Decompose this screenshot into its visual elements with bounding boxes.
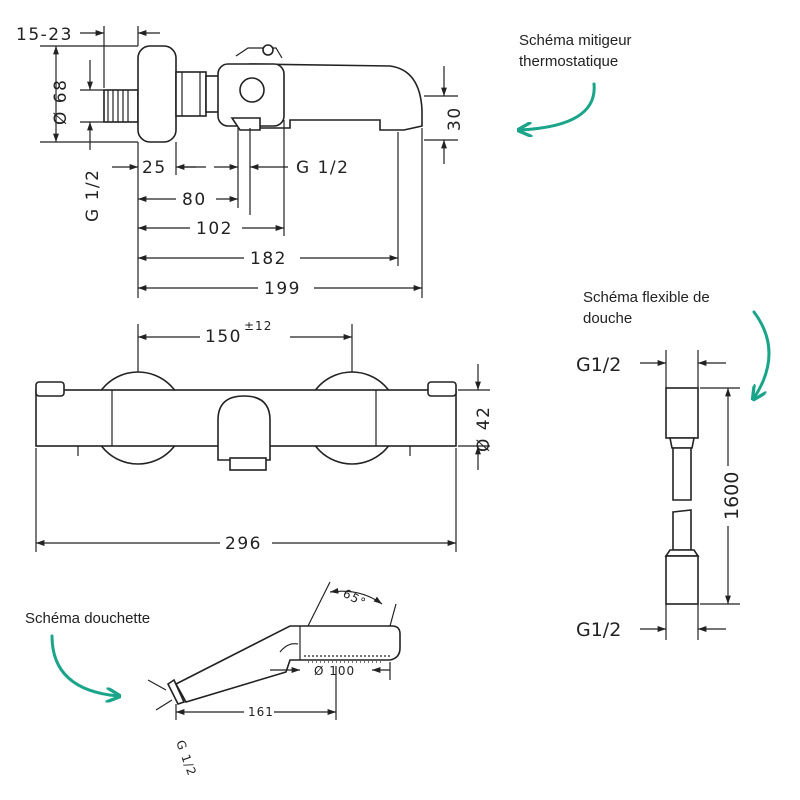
hand-shower: 65° Ø 100 161 G 1/2 — [147, 581, 401, 778]
handshower-angle: 65° — [341, 586, 369, 610]
note-mitigeur-line2: thermostatique — [519, 53, 618, 70]
dim-182: 182 — [250, 249, 287, 269]
side-view: 15-23 Ø 68 G 1/2 25 G 1/2 80 — [16, 25, 465, 299]
dim-diameter-68: Ø 68 — [51, 79, 71, 125]
hose-thread-top: G1/2 — [576, 354, 621, 376]
dim-g12-right: G 1/2 — [296, 158, 349, 178]
hose-fitting-top — [665, 387, 699, 439]
hose-length: 1600 — [721, 472, 743, 520]
spray-face — [304, 655, 390, 663]
valve-knob — [239, 77, 265, 103]
note-flexible-line1: Schéma flexible de — [583, 289, 710, 306]
dim-80: 80 — [182, 190, 207, 210]
handshower-diameter: Ø 100 — [314, 664, 355, 678]
dim-199: 199 — [264, 279, 301, 299]
shower-hose: G1/2 1600 G1/2 — [576, 350, 743, 641]
arrow-flexible — [754, 310, 771, 398]
handshower-thread — [166, 678, 186, 705]
hose-lower — [672, 509, 692, 551]
arrow-mitigeur — [520, 82, 596, 130]
dim-150: 150 — [205, 327, 242, 347]
dim-diameter-42: Ø 42 — [474, 406, 494, 452]
dim-102: 102 — [196, 219, 233, 239]
note-mitigeur-line1: Schéma mitigeur — [519, 32, 632, 49]
inlet-connector — [103, 89, 139, 123]
nut — [175, 71, 207, 117]
handshower-thread-label: G 1/2 — [173, 738, 199, 778]
dim-296: 296 — [225, 534, 262, 554]
front-view: 150 ±12 Ø 42 296 — [35, 318, 494, 554]
hose-upper — [672, 447, 692, 501]
arrow-douchette — [50, 634, 118, 696]
hose-fitting-bottom — [665, 555, 699, 605]
handshower-length: 161 — [248, 705, 274, 719]
hose-thread-bottom: G1/2 — [576, 619, 621, 641]
dim-25: 25 — [142, 158, 167, 178]
dim-g12-left: G 1/2 — [83, 169, 103, 222]
dim-150-tolerance: ±12 — [244, 319, 272, 333]
note-flexible-line2: douche — [583, 310, 632, 327]
spout — [249, 63, 423, 131]
dim-15-23: 15-23 — [16, 25, 73, 45]
dim-30: 30 — [445, 106, 465, 131]
handshower-body — [174, 625, 401, 703]
front-spout — [217, 395, 271, 461]
wall-rosette — [137, 45, 177, 143]
note-douchette: Schéma douchette — [25, 610, 150, 627]
